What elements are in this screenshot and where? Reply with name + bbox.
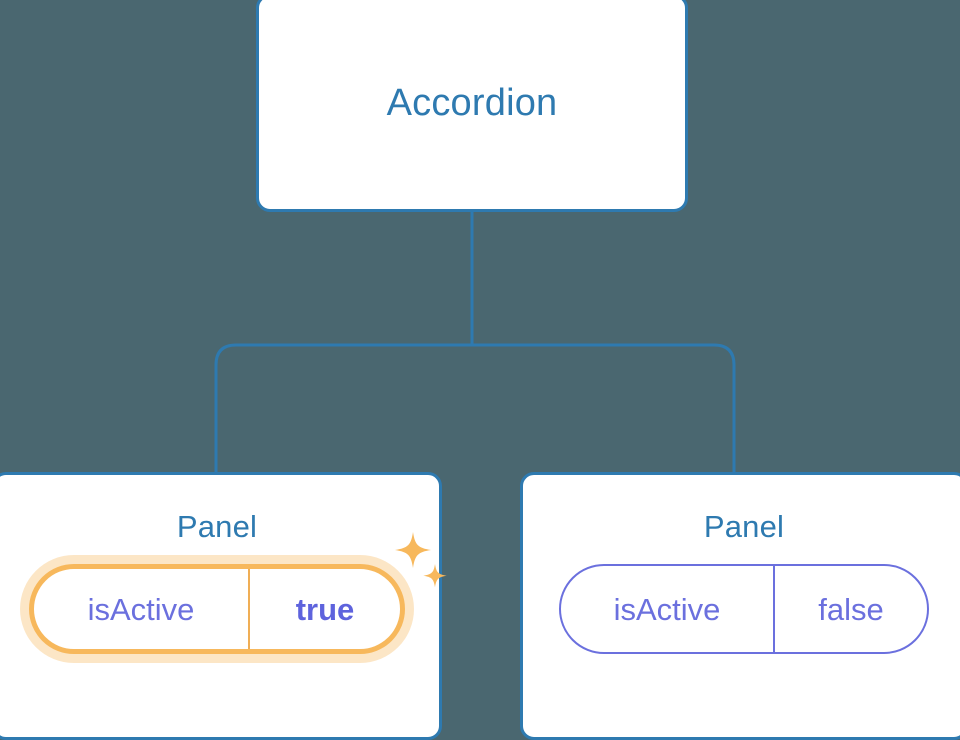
prop-pill-active[interactable]: isActive true [29, 564, 405, 654]
node-panel-inactive-title: Panel [703, 509, 785, 544]
node-panel-inactive[interactable]: Panel isActive false [520, 472, 960, 740]
prop-value-false: false [773, 566, 927, 652]
node-accordion-title: Accordion [386, 82, 558, 124]
sparkle-large-icon [395, 532, 431, 568]
prop-pill-inactive[interactable]: isActive false [559, 564, 929, 654]
node-panel-active-title: Panel [176, 509, 258, 544]
connector-branch-right [472, 343, 736, 472]
connector-branch-left [214, 343, 472, 472]
node-accordion[interactable]: Accordion [256, 0, 688, 212]
node-panel-active[interactable]: Panel isActive true [0, 472, 447, 740]
prop-key-isactive: isActive [87, 591, 195, 627]
prop-key-isactive: isActive [613, 591, 721, 627]
prop-pill-inactive-wrapper: isActive false [559, 564, 929, 654]
prop-value-true: true [248, 569, 400, 649]
sparkle-small-icon [423, 564, 447, 588]
prop-pill-active-wrapper: isActive true [29, 532, 447, 654]
